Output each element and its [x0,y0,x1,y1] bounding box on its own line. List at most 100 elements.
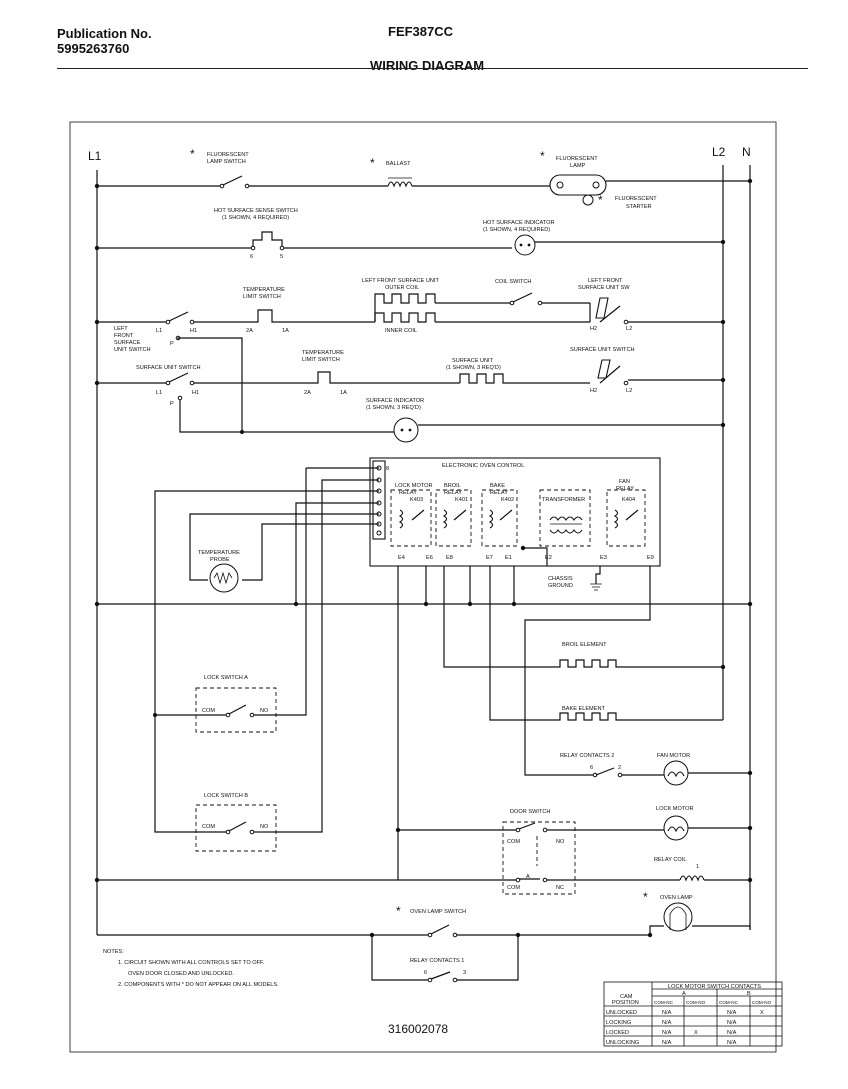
relay-coil-label: RELAY COIL [654,857,686,863]
fluorescent-lamp-label-2: LAMP [570,163,586,169]
rc1-term-3: 3 [463,970,466,976]
temperature-probe-label: TEMPERATURE [198,550,240,556]
contact-table-cell: X [760,1010,764,1016]
contact-table-column-header: COM-NC [654,1000,674,1005]
eoc-term-e8: E8 [446,555,453,561]
contact-table-group-a: A [682,991,686,997]
contact-table-title: LOCK MOTOR SWITCH CONTACTS [668,984,761,990]
rc1-term-6: 6 [424,970,427,976]
bake-relay-k402: K402 [501,497,514,503]
lock-motor-circuit: LOCK MOTOR RELAY COIL 1 * OVEN LAMP [643,806,751,935]
coil-switch-label: COIL SWITCH [495,279,531,285]
eoc-term-e1: E1 [505,555,512,561]
contact-table-row-label: UNLOCKED [606,1010,637,1016]
surface-unit-switch-left-label: SURFACE UNIT SWITCH [136,365,201,371]
term-2a: 2A [246,328,253,334]
electronic-oven-control: ELECTRONIC OVEN CONTROL 8 LOCK MOTOR REL… [369,457,661,567]
oven-lamp [663,902,693,932]
oven-elements: BROIL ELEMENT BAKE ELEMENT [540,642,724,721]
contact-table-cell: N/A [662,1020,672,1026]
temp-limit-switch-1-label-2: LIMIT SWITCH [243,294,281,300]
bake-element-label: BAKE ELEMENT [562,706,605,712]
lock-motor-contact-table: LOCK MOTOR SWITCH CONTACTS A B CAM POSIT… [603,981,783,1047]
eoc-label: ELECTRONIC OVEN CONTROL [442,463,524,469]
fan-motor-label: FAN MOTOR [657,753,690,759]
bake-relay-label-2: RELAY [490,490,508,496]
contact-table-cell: N/A [662,1040,672,1046]
control-wiring: TEMPERATURE PROBE CHASSIS GROUND [97,467,750,880]
hot-surface-indicator-label-2: (1 SHOWN, 4 REQUIRED) [483,227,550,233]
fan-circuit: RELAY CONTACTS 2 6 2 FAN MOTOR [560,753,750,786]
term-l1: L1 [156,390,162,396]
temp-limit-switch-2-label-2: LIMIT SWITCH [302,357,340,363]
lsb-com: COM [202,824,215,830]
hot-surface-sense-switch-label-2: (1 SHOWN, 4 REQUIRED) [222,215,289,221]
temperature-probe-label-2: PROBE [210,557,230,563]
temp-limit-switch-2-label: TEMPERATURE [302,350,344,356]
surface-unit-label-2: (1 SHOWN, 3 REQ'D) [446,365,501,371]
contact-table-cam-label-2: POSITION [612,1000,639,1006]
surface-indicator-lamp [393,417,419,443]
ds-nc: NC [556,885,564,891]
fan-relay-k404: K404 [622,497,635,503]
surface-indicator-label-2: (1 SHOWN, 3 REQ'D) [366,405,421,411]
lock-motor-relay-k403: K403 [410,497,423,503]
oven-lamp-label: OVEN LAMP [660,895,693,901]
fluorescent-circuit: * FLUORESCENT LAMP SWITCH * BALLAST * FL… [97,147,750,210]
lock-switch-a-label: LOCK SWITCH A [204,675,248,681]
contact-table-cell: N/A [662,1010,672,1016]
hot-surface-circuit: HOT SURFACE SENSE SWITCH (1 SHOWN, 4 REQ… [97,208,723,260]
contact-table-cell: N/A [662,1030,672,1036]
inner-coil-label: INNER COIL [385,328,417,334]
fluorescent-lamp-switch-label: FLUORESCENT [207,152,249,158]
surface-unit-circuit: SURFACE UNIT SWITCH L1 P H1 TEMPERATURE … [97,347,723,443]
outer-coil-label: OUTER COIL [385,285,419,291]
lf-switch-label-3: SURFACE [114,340,141,346]
asterisk-mark: * [598,193,603,207]
eoc-term-e7: E7 [486,555,493,561]
note-1-cont: OVEN DOOR CLOSED AND UNLOCKED. [128,971,234,977]
ds-com-2: COM [507,885,520,891]
hot-surface-indicator-label: HOT SURFACE INDICATOR [483,220,554,226]
oven-lamp-circuit: * OVEN LAMP SWITCH RELAY CONTACTS 1 6 3 [97,904,650,983]
left-front-surface-circuit: LEFT FRONT SURFACE UNIT SWITCH L1 P H1 T… [97,278,723,432]
notes: NOTES: 1. CIRCUIT SHOWN WITH ALL CONTROL… [103,949,279,988]
contact-table-cam-label: CAM [620,994,633,1000]
header-rule [57,68,808,69]
note-2: 2. COMPONENTS WITH * DO NOT APPEAR ON AL… [118,982,279,988]
oven-lamp-switch-label: OVEN LAMP SWITCH [410,909,466,915]
term-h1: H1 [190,328,197,334]
sense-terminal-6: 6 [250,254,253,260]
fluorescent-starter-label-2: STARTER [626,204,652,210]
asterisk-mark: * [396,904,401,918]
fan-relay-label: FAN [619,479,630,485]
term-1a: 1A [340,390,347,396]
ds-no: NO [556,839,565,845]
term-l1: L1 [156,328,162,334]
contact-table-cell: N/A [727,1010,737,1016]
diagram-title: WIRING DIAGRAM [370,58,485,73]
lock-motor-relay-label: LOCK MOTOR [395,483,433,489]
lock-motor-relay-label-2: RELAY [399,490,417,496]
asterisk-mark: * [540,149,545,163]
lsa-no: NO [260,708,269,714]
door-switch-label: DOOR SWITCH [510,809,550,815]
broil-relay-label: BROIL [444,483,461,489]
contact-table-row-label: LOCKING [606,1020,631,1026]
contact-table-column-header: COM-NO [752,1000,772,1005]
lsb-no: NO [260,824,269,830]
lf-surface-unit-label: LEFT FRONT SURFACE UNIT [362,278,439,284]
lock-switch-b: LOCK SWITCH B COM NO [195,793,277,852]
relay-contacts-1-label: RELAY CONTACTS 1 [410,958,464,964]
publication-number: 5995263760 [57,41,130,56]
junction-dots [94,178,753,938]
chassis-ground-label-2: GROUND [548,583,573,589]
temperature-probe [209,563,239,593]
lock-motor-label: LOCK MOTOR [656,806,694,812]
eoc-term-e9: E9 [647,555,654,561]
contact-table-column-header: COM-NC [719,1000,739,1005]
asterisk-mark: * [190,147,195,161]
door-switch: DOOR SWITCH COM NO COM NC A [97,809,680,895]
hot-surface-sense-switch-label: HOT SURFACE SENSE SWITCH [214,208,298,214]
